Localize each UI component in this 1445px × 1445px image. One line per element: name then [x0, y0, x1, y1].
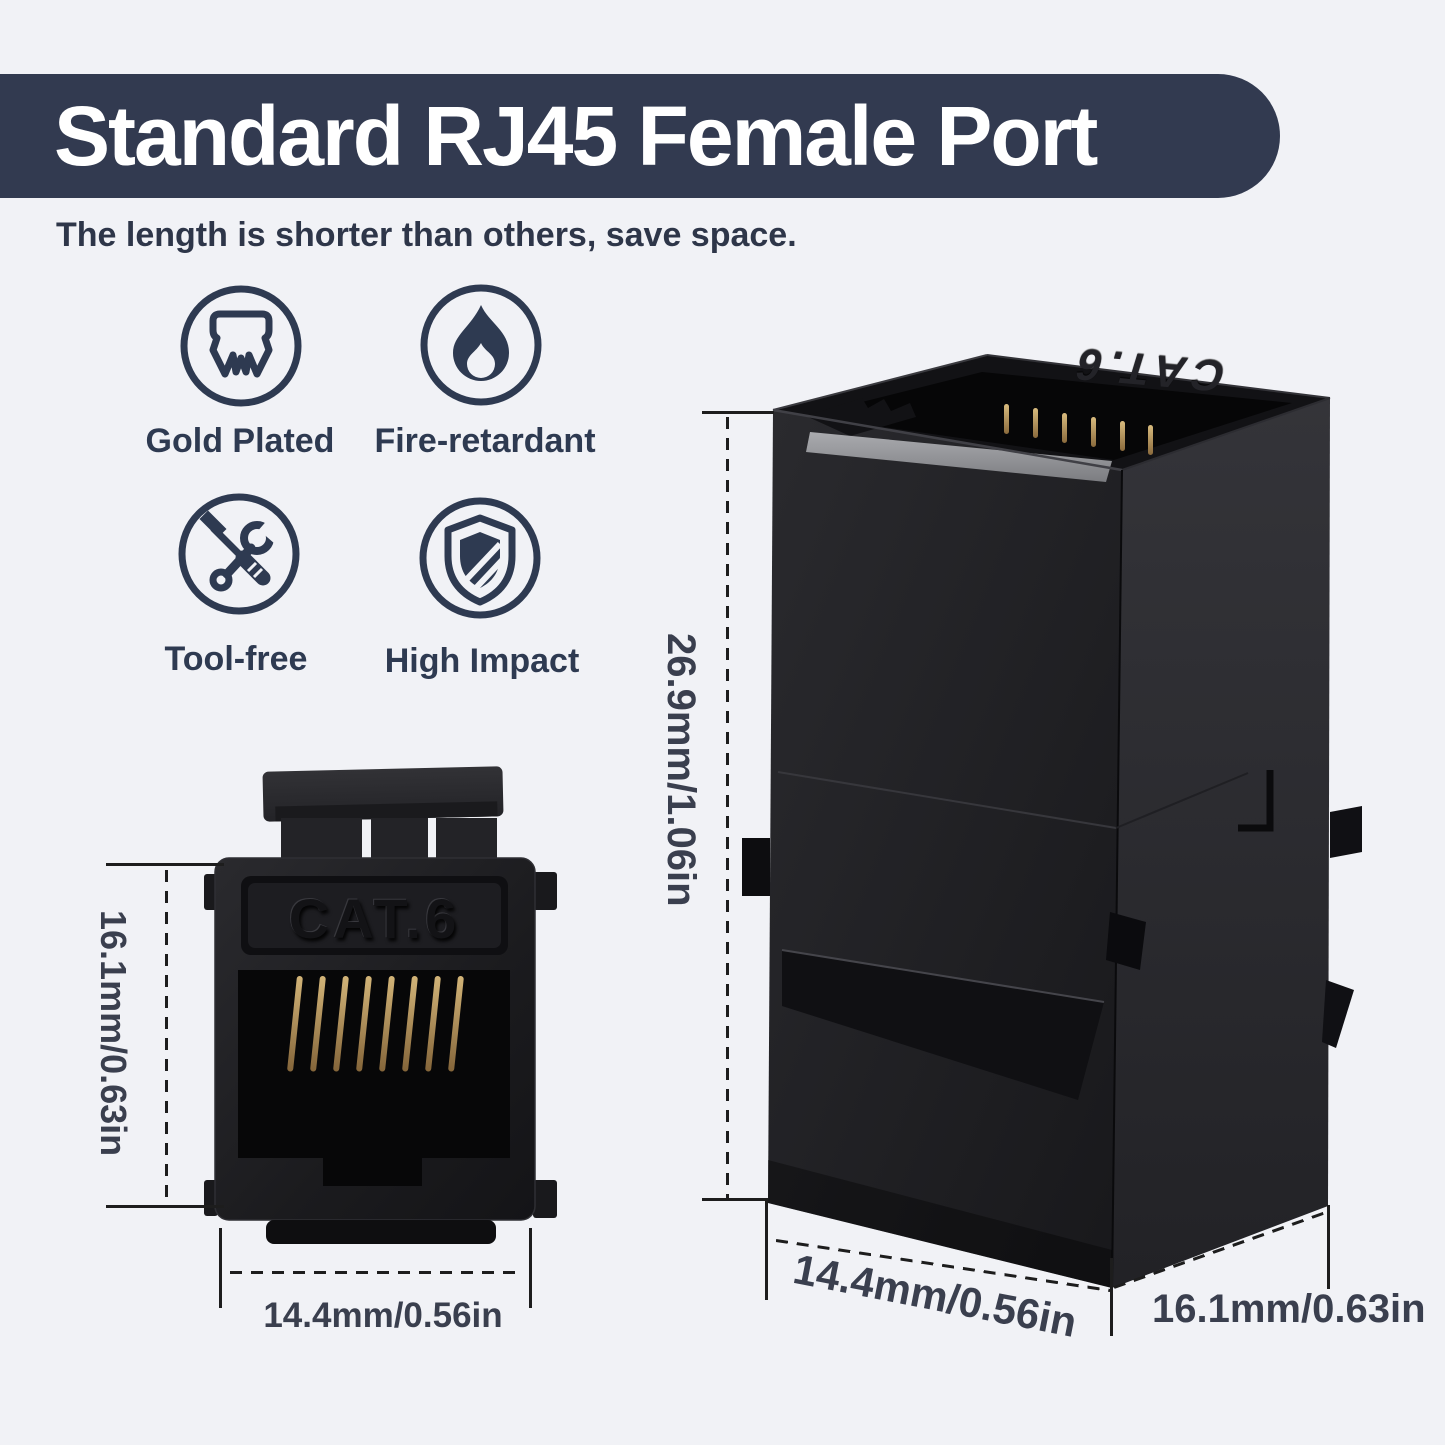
jack-post: [281, 818, 362, 860]
keystone-seam: [777, 771, 1117, 829]
dim-tick: [1327, 1205, 1330, 1289]
jack-bottom-housing: [266, 1220, 496, 1244]
dim-label-height-side: 26.9mm/1.06in: [659, 633, 703, 907]
keystone-seam-right: [1115, 772, 1249, 829]
coupler-mid-tab: [1106, 912, 1146, 970]
dim-label-depth-side: 16.1mm/0.63in: [1152, 1287, 1426, 1331]
dim-line-height-side: [726, 417, 729, 1198]
subtitle: The length is shorter than others, save …: [56, 216, 797, 254]
coupler-top-port-opening: [806, 372, 1292, 460]
dim-line-height-front: [165, 870, 168, 1206]
gold-contact-pins: [287, 975, 464, 1072]
title-banner: [0, 74, 1280, 198]
dim-tick: [106, 863, 224, 866]
feature-label-gold-plated: Gold Plated: [145, 422, 335, 460]
dim-tick: [1110, 1258, 1113, 1336]
dim-tick: [702, 411, 774, 414]
coupler-left-tab: [742, 838, 770, 896]
gold-contact-pins-top: [1004, 404, 1153, 455]
fire-retardant-icon: [420, 284, 542, 406]
high-impact-icon: [419, 497, 541, 619]
tool-free-icon: [178, 493, 300, 615]
dim-line-width-front: [230, 1271, 523, 1274]
pin-ledge: [806, 432, 1112, 482]
latch-cutout-mark: [1238, 770, 1274, 832]
dim-tick: [529, 1228, 532, 1308]
coupler-right-tab: [1330, 806, 1362, 858]
rim-latch-notch: [806, 398, 916, 436]
jack-spring-cap: [262, 766, 504, 822]
dim-tick: [765, 1198, 768, 1300]
latch-wedge: [782, 950, 1104, 1100]
marking-plate-inner: [248, 883, 501, 948]
dim-label-width-front: 14.4mm/0.56in: [263, 1296, 503, 1335]
jack-side-tab: [533, 872, 557, 910]
keystone-jack-front-photo: [204, 766, 557, 1244]
coupler-right-face: [1112, 398, 1330, 1288]
dim-tick: [219, 1228, 222, 1308]
jack-post: [436, 818, 497, 860]
feature-label-fire-retardant: Fire-retardant: [374, 422, 596, 460]
feature-label-tool-free: Tool-free: [164, 640, 308, 678]
keystone-coupler-3d-photo: [742, 354, 1362, 1289]
dim-tick: [702, 1198, 768, 1201]
gold-plated-icon: [180, 285, 302, 407]
dim-tick: [106, 1205, 224, 1208]
cat6-marking-front: CAT.6: [288, 887, 461, 950]
coupler-front-face: [768, 410, 1122, 1288]
dim-label-height-front: 16.1mm/0.63in: [93, 909, 134, 1157]
feature-label-high-impact: High Impact: [384, 642, 580, 680]
page-title: Standard RJ45 Female Port: [54, 89, 1098, 183]
jack-post: [371, 818, 428, 860]
coupler-right-lower-tab: [1322, 980, 1354, 1048]
jack-side-tab: [533, 1180, 557, 1218]
rj45-port-opening: [238, 970, 510, 1186]
